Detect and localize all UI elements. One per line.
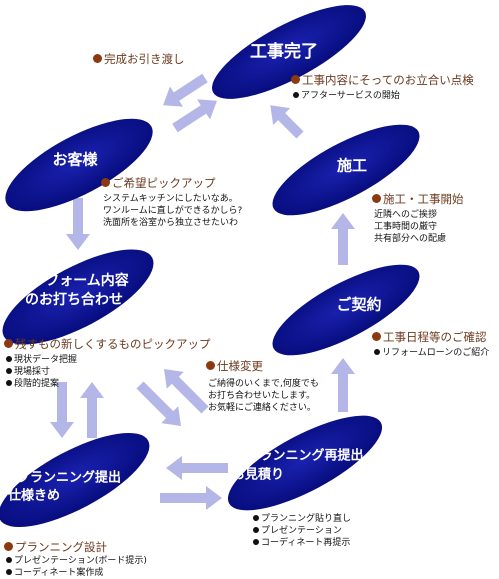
inspection-heading: 工事内容にそってのお立合い点検 — [291, 73, 474, 87]
bullet-icon — [253, 538, 259, 545]
node-construction-label: 施工 — [337, 157, 367, 175]
spec-change-line: ご納得のいくまで,何度でも — [208, 379, 319, 389]
node-construction: 施工 — [272, 124, 420, 216]
bullet-icon — [291, 75, 300, 84]
bullet-icon — [93, 54, 102, 63]
spec-change-line: お打ち合わせいたします。 — [208, 391, 316, 401]
schedule-heading: 工事日程等のご確認 — [372, 330, 487, 344]
arrow-proposal-to-resubmit — [160, 486, 222, 510]
bullet-icon — [253, 514, 259, 521]
bullet-icon — [6, 568, 12, 575]
bullet-icon — [253, 526, 259, 533]
node-completion: 工事完了 — [212, 5, 366, 99]
new-items-heading: 残すもの新しくするものピックアップ — [4, 337, 211, 351]
node-resubmit-label-2: お見積り — [232, 467, 284, 483]
wishes-heading: ご希望ピックアップ — [101, 176, 216, 190]
bullet-icon — [374, 348, 380, 355]
bullet-icon — [6, 556, 12, 563]
spec-change-line: お気軽にご連絡ください。 — [208, 403, 316, 413]
bullet-icon — [6, 367, 12, 374]
node-resubmit: プランニング再提出 お見積り — [227, 415, 383, 511]
node-contract: ご契約 — [272, 264, 420, 356]
resubmit-item: プレゼンテーション — [261, 526, 342, 536]
node-proposal: プランニング提出 仕様きめ — [0, 432, 150, 528]
node-resubmit-label-1: プランニング再提出 — [246, 448, 363, 464]
start-work-line: 近隣へのご挨拶 — [374, 210, 438, 220]
bullet-icon — [101, 178, 110, 187]
bullet-icon — [372, 194, 381, 203]
bullet-icon — [293, 91, 299, 98]
planning-design-item: コーディネート案作成 — [14, 568, 104, 578]
arrow-meeting-to-proposal — [50, 382, 74, 438]
arrow-customer-to-meeting — [66, 198, 90, 250]
arrow-customer-to-completion — [172, 99, 217, 133]
inspection-item: アフターサービスの開始 — [301, 91, 400, 101]
new-items-item: 現場採寸 — [14, 367, 51, 377]
new-items-item: 段階的提案 — [14, 379, 60, 389]
resubmit-item: プランニング貼り直し — [261, 514, 352, 524]
start-work-line: 共有部分への配慮 — [374, 234, 447, 244]
node-customer: お客様 — [5, 118, 153, 212]
arrow-contract-to-construction — [331, 213, 355, 265]
start-work-notes: 近隣へのご挨拶 工事時間の厳守 共有部分への配慮 — [374, 209, 446, 245]
spec-change-notes: ご納得のいくまで,何度でも お打ち合わせいたします。 お気軽にご連絡ください。 — [208, 378, 319, 414]
node-completion-label: 工事完了 — [250, 41, 318, 62]
schedule-notes: リフォームローンのご紹介 — [374, 347, 489, 359]
start-work-heading: 施工・工事開始 — [372, 192, 464, 206]
node-contract-label: ご契約 — [336, 296, 381, 314]
arrow-proposal-to-meeting — [80, 382, 104, 438]
bullet-icon — [6, 379, 12, 386]
arrow-completion-to-customer — [163, 73, 208, 107]
arrow-resubmit-to-proposal — [166, 456, 228, 480]
wishes-line: 洗面所を浴室から独立させたいわ — [103, 218, 239, 228]
bullet-icon — [4, 339, 13, 348]
node-meeting-label-1: リフォーム内容 — [31, 272, 129, 289]
resubmit-item: コーディネート再提示 — [261, 538, 351, 548]
node-meeting-label-2: のお打ち合わせ — [25, 291, 123, 308]
bullet-icon — [4, 542, 13, 551]
node-proposal-label-2: 仕様きめ — [7, 488, 60, 504]
arrow-resubmit-to-meeting — [163, 368, 209, 414]
spec-change-heading: 仕様変更 — [206, 359, 263, 373]
bullet-icon — [206, 361, 215, 370]
new-items-notes: 現状データ把握 現場採寸 段階的提案 — [6, 354, 77, 390]
wishes-line: ワンルームに直しができるかしら? — [103, 206, 243, 216]
wishes-notes: システムキッチンにしたいなあ。 ワンルームに直しができるかしら? 洗面所を浴室か… — [103, 193, 242, 229]
planning-design-heading: プランニング設計 — [4, 540, 107, 554]
handover-heading: 完成お引き渡し — [93, 52, 185, 66]
node-customer-label: お客様 — [52, 151, 98, 169]
arrow-meeting-to-resubmit — [136, 381, 182, 427]
bullet-icon — [372, 332, 381, 341]
arrow-resubmit-to-contract — [331, 358, 355, 412]
arrow-construction-to-completion — [270, 105, 304, 139]
inspection-notes: アフターサービスの開始 — [293, 90, 400, 102]
start-work-line: 工事時間の厳守 — [374, 222, 438, 232]
new-items-item: 現状データ把握 — [14, 355, 78, 365]
bullet-icon — [6, 355, 12, 362]
node-meeting: リフォーム内容 のお打ち合わせ — [2, 249, 154, 345]
planning-design-item: プレゼンテーション(ボード提示) — [14, 556, 147, 566]
schedule-item: リフォームローンのご紹介 — [382, 348, 490, 358]
node-proposal-label-1: プランニング提出 — [17, 470, 121, 486]
wishes-line: システムキッチンにしたいなあ。 — [103, 194, 238, 204]
resubmit-notes: プランニング貼り直し プレゼンテーション コーディネート再提示 — [253, 513, 351, 549]
planning-design-notes: プレゼンテーション(ボード提示) コーディネート案作成 — [6, 555, 147, 579]
